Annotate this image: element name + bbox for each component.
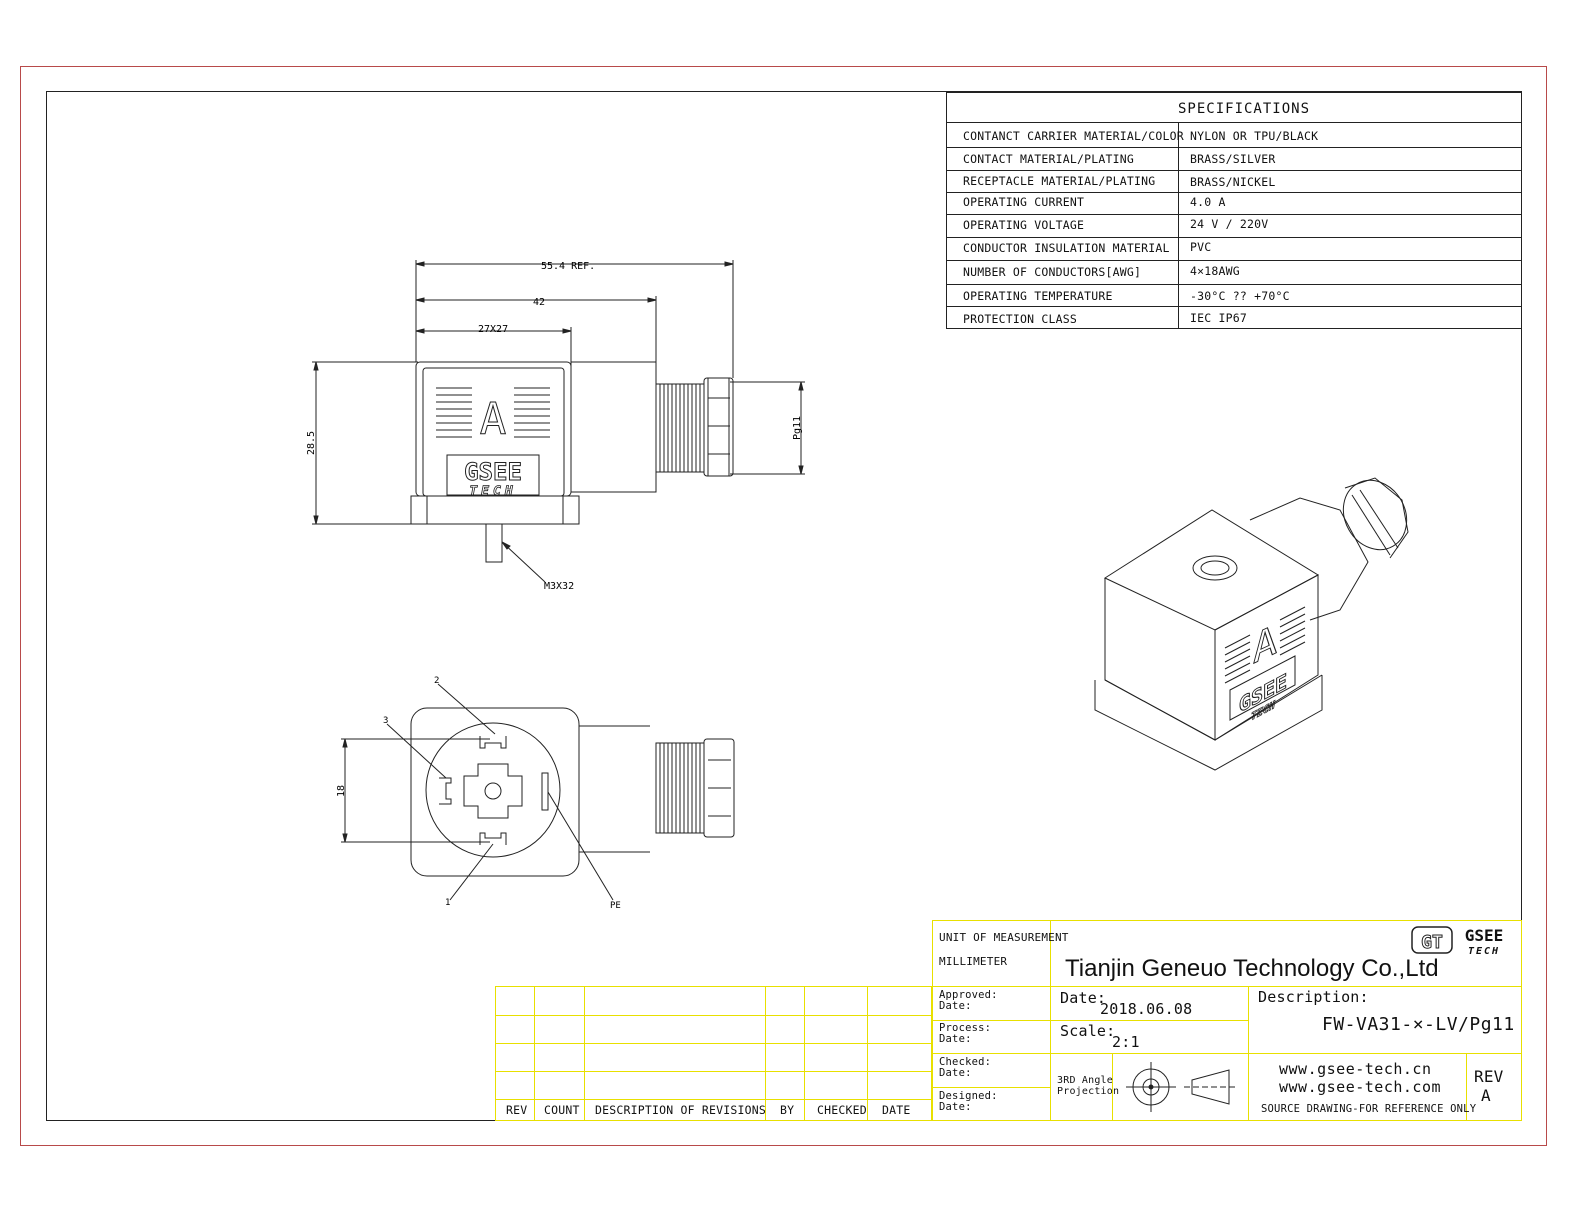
dim-overall-label: 55.4 REF. [541, 261, 595, 272]
revisions-table: REV COUNT DESCRIPTION OF REVISIONS BY CH… [495, 986, 932, 1121]
spec-value: -30°C ?? +70°C [1190, 289, 1290, 303]
projection-line1: 3RD Angle [1057, 1075, 1113, 1086]
rev-header-date: DATE [882, 1103, 911, 1117]
dim-18-label: 18 [336, 785, 347, 797]
projection-line2: Projection [1057, 1086, 1120, 1097]
spec-label: NUMBER OF CONDUCTORS[AWG] [963, 265, 1142, 279]
specifications-table: SPECIFICATIONS CONTANCT CARRIER MATERIAL… [946, 92, 1522, 329]
spec-label: CONTANCT CARRIER MATERIAL/COLOR [963, 129, 1184, 143]
unit-label: UNIT OF MEASUREMENT [939, 931, 1069, 944]
process-date-label: Date: [939, 1033, 972, 1045]
source-note: SOURCE DRAWING-FOR REFERENCE ONLY [1261, 1103, 1477, 1115]
spec-label: CONDUCTOR INSULATION MATERIAL [963, 241, 1170, 255]
date-value: 2018.06.08 [1100, 1000, 1193, 1018]
pin-3-label: 3 [383, 716, 388, 726]
face-letter: A [480, 394, 507, 445]
date-label: Date: [1060, 989, 1107, 1007]
revisions-grid [495, 986, 932, 1121]
description-value: FW-VA31-×-LV/Pg11 [1322, 1014, 1515, 1035]
spec-label: OPERATING VOLTAGE [963, 218, 1085, 232]
rev-label: REV [1474, 1067, 1504, 1086]
third-angle-projection-icon [1126, 1062, 1236, 1112]
gsee-logo-icon: GT GSEE TECH [1411, 926, 1504, 957]
scale-label: Scale: [1060, 1022, 1116, 1040]
spec-value: NYLON OR TPU/BLACK [1190, 129, 1319, 143]
spec-label: OPERATING TEMPERATURE [963, 289, 1113, 303]
spec-value: 24 V / 220V [1190, 217, 1269, 231]
spec-value: 4×18AWG [1190, 264, 1240, 278]
description-label: Description: [1258, 988, 1369, 1006]
checked-label: Checked: [939, 1056, 992, 1068]
spec-label: RECEPTACLE MATERIAL/PLATING [963, 174, 1156, 188]
rev-header-description: DESCRIPTION OF REVISIONS [595, 1103, 766, 1117]
pin-pe-label: PE [610, 901, 621, 911]
dim-pg-label: Pg11 [792, 416, 803, 440]
isometric-view-drawing: A GSEE TECH [1094, 477, 1409, 771]
designed-label: Designed: [939, 1090, 998, 1102]
spec-value: BRASS/NICKEL [1190, 175, 1276, 189]
front-view-drawing: 55.4 REF. 42 27X27 28.5 Pg11 M3X32 A GSE… [306, 260, 805, 592]
rev-header-by: BY [780, 1103, 795, 1117]
logo-bottom-text: TECH [469, 484, 516, 499]
unit-value: MILLIMETER [939, 955, 1008, 968]
outer-frame [20, 66, 1547, 1146]
approved-label: Approved: [939, 989, 998, 1001]
spec-grid [946, 92, 1522, 329]
spec-title: SPECIFICATIONS [1178, 101, 1311, 117]
spec-value: IEC IP67 [1190, 311, 1247, 325]
website-com-link[interactable]: www.gsee-tech.com [1279, 1078, 1442, 1096]
process-label: Process: [939, 1022, 992, 1034]
iso-face-letter: A [1253, 615, 1277, 673]
website-cn-link[interactable]: www.gsee-tech.cn [1279, 1060, 1432, 1078]
title-block-grid [932, 920, 1522, 1121]
company-name: Tianjin Geneuo Technology Co.,Ltd [1065, 955, 1439, 982]
logo-bottom: TECH [1468, 946, 1500, 957]
spec-label: CONTACT MATERIAL/PLATING [963, 152, 1134, 166]
checked-date-label: Date: [939, 1067, 972, 1079]
spec-label: PROTECTION CLASS [963, 312, 1077, 326]
spec-value: BRASS/SILVER [1190, 152, 1276, 166]
screw-label: M3X32 [544, 581, 574, 592]
pin-2-label: 2 [434, 676, 439, 686]
dim-height-label: 28.5 [306, 431, 317, 455]
rev-header-count: COUNT [544, 1103, 580, 1117]
rev-value: A [1481, 1086, 1491, 1105]
logo-mark: GT [1421, 932, 1443, 953]
dim-42-label: 42 [533, 297, 545, 308]
rev-header-checked: CHECKED [817, 1103, 867, 1117]
pin-1-label: 1 [445, 898, 450, 908]
designed-date-label: Date: [939, 1101, 972, 1113]
logo-top-text: GSEE [464, 458, 522, 486]
bottom-view-thread [655, 738, 735, 838]
bottom-view-drawing: 18 2 3 1 PE [336, 676, 650, 911]
spec-value: 4.0 A [1190, 195, 1226, 209]
spec-value: PVC [1190, 240, 1212, 254]
approved-date-label: Date: [939, 1000, 972, 1012]
spec-label: OPERATING CURRENT [963, 195, 1085, 209]
title-block: UNIT OF MEASUREMENT MILLIMETER Tianjin G… [932, 920, 1522, 1121]
scale-value: 2:1 [1112, 1033, 1140, 1051]
logo-top: GSEE [1465, 926, 1504, 945]
rev-header-rev: REV [506, 1103, 528, 1117]
dim-27-label: 27X27 [478, 324, 508, 335]
